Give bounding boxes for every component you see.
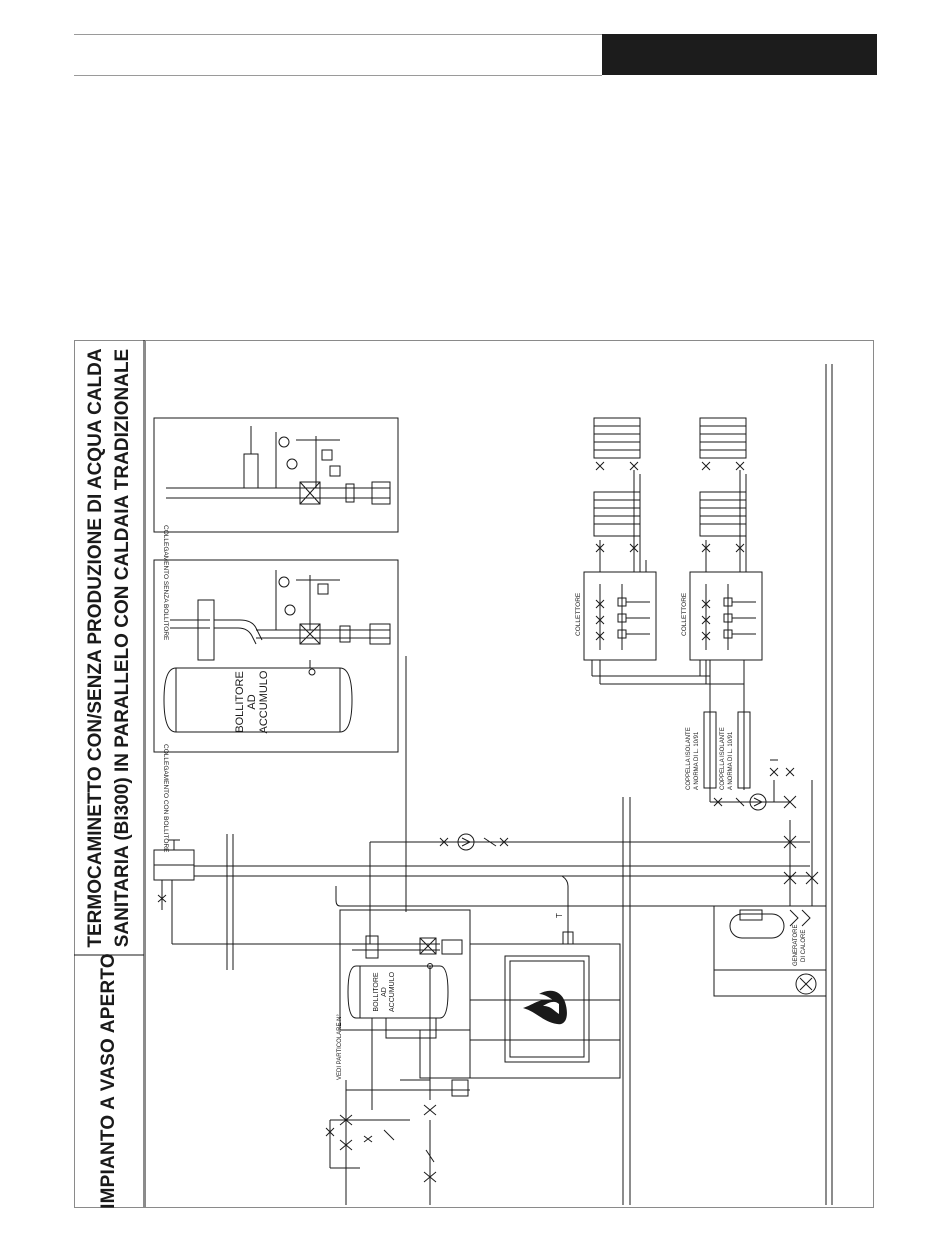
collector-bottom-label: COLLETTORE — [681, 592, 688, 636]
detail-box-without-boiler — [153, 417, 399, 533]
insulation-bottom-label-2: A NORMA DI L. 10/91 — [728, 731, 734, 790]
flame-logo — [523, 990, 567, 1025]
header-rule-bottom — [74, 75, 602, 76]
diagram-frame: IMPIANTO A VASO APERTO — [74, 340, 874, 1208]
collector-top-label: COLLETTORE — [575, 592, 582, 636]
thermometer-label: T — [555, 913, 564, 918]
fireplace-body — [469, 943, 621, 1079]
detail-boiler-label-3: ACCUMULO — [258, 670, 270, 733]
radiator-bottom-lower — [699, 491, 747, 560]
insulation-top-label-2: A NORMA DI L. 10/91 — [694, 731, 700, 790]
detail-boiler-label-1: BOLLITORE — [234, 671, 246, 733]
insulation-bottom-label-1: COPPELLA ISOLANTE — [720, 727, 726, 790]
main-boiler-label-3: ACCUMULO — [389, 971, 396, 1012]
insulation-top-label-1: COPPELLA ISOLANTE — [686, 727, 692, 790]
section-title-wrap: IMPIANTO A VASO APERTO — [74, 953, 144, 1209]
header-rule-top — [74, 34, 602, 35]
diagram-title-line1: TERMOCAMINETTO CON/SENZA PRODUZIONE DI A… — [85, 347, 106, 948]
see-detail-label: VEDI PARTICOLARE N° — [337, 1014, 343, 1080]
heat-generator-label-2: DI CALORE — [801, 930, 807, 962]
detail-without-boiler-caption: COLLEGAMENTO SENZA BOLLITORE — [162, 525, 169, 641]
diagram-title-line2: SANITARIA (BI300) IN PARALLELO CON CALDA… — [112, 348, 133, 947]
collector-bottom-valves — [701, 584, 756, 650]
detail-box-with-boiler — [153, 559, 399, 753]
detail-boiler-label-2: AD — [246, 694, 258, 709]
pump-circle — [457, 833, 475, 851]
diagram-title-wrap: TERMOCAMINETTO CON/SENZA PRODUZIONE DI A… — [74, 340, 144, 955]
radiator-top-lower — [593, 491, 641, 560]
radiator-top-upper — [593, 417, 641, 471]
heat-generator-label-1: GENERATORE — [793, 925, 799, 966]
header-tab — [602, 34, 877, 75]
radiator-bottom-upper — [699, 417, 747, 471]
collector-top-valves — [595, 584, 650, 650]
main-boiler-label-1: BOLLITORE — [373, 972, 380, 1011]
main-boiler-label-2: AD — [381, 987, 388, 997]
collector-top-box — [583, 571, 657, 661]
section-title-text: IMPIANTO A VASO APERTO — [98, 953, 119, 1209]
collector-bottom-box — [689, 571, 763, 661]
detail-with-boiler-caption: COLLEGAMENTO CON BOLLITORE — [162, 744, 169, 853]
diagram-title: TERMOCAMINETTO CON/SENZA PRODUZIONE DI A… — [82, 348, 136, 947]
main-boiler-tank — [347, 965, 449, 1019]
section-title-column: IMPIANTO A VASO APERTO — [75, 341, 146, 1207]
burner-fan — [795, 973, 817, 995]
